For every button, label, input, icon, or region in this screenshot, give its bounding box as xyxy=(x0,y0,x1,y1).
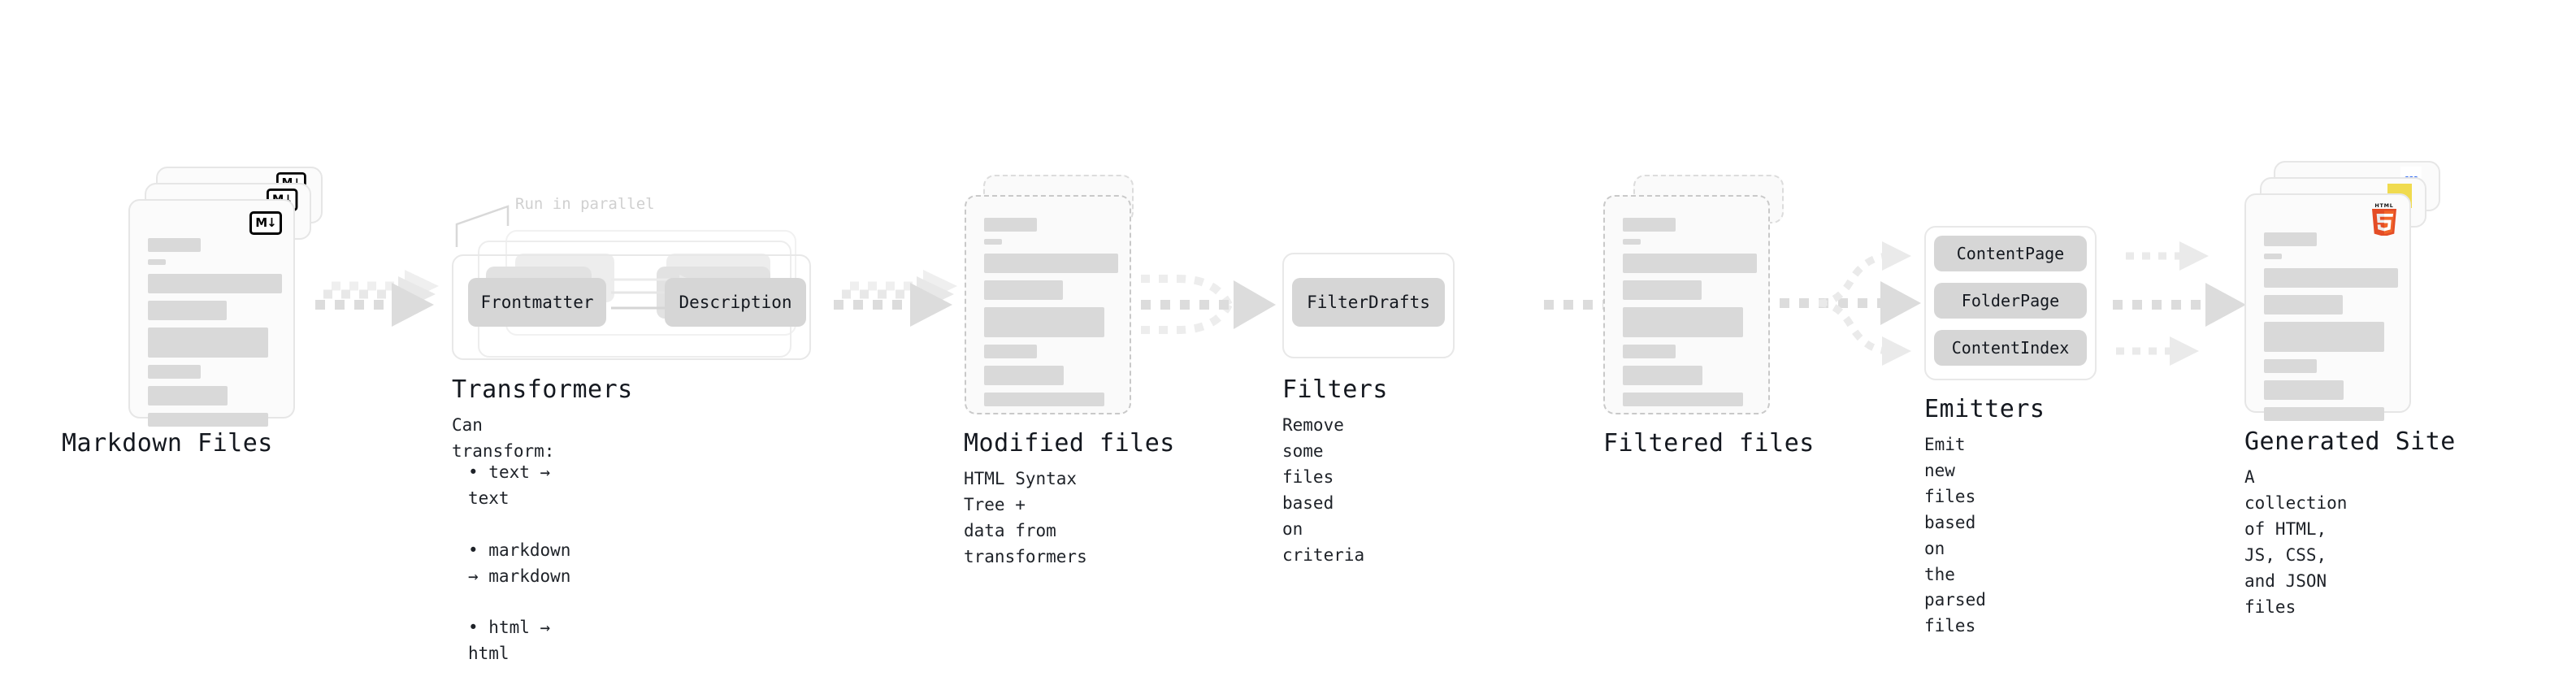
bullet-text: html → html xyxy=(468,618,551,664)
arrow-filtered-to-emitters xyxy=(1780,241,1921,366)
content-bar xyxy=(1623,239,1641,245)
bullet-dot: • xyxy=(468,618,489,638)
content-bar xyxy=(2264,268,2398,288)
transformer-pill-description[interactable]: Description xyxy=(665,278,806,327)
filters-box xyxy=(1282,253,1455,358)
content-bar xyxy=(984,307,1104,337)
bullet-text: text → text xyxy=(468,462,551,508)
content-bar xyxy=(2264,322,2384,352)
content-bar xyxy=(2264,407,2384,421)
transformers-bullet-0: • text → text xyxy=(468,434,570,512)
content-bar xyxy=(984,345,1037,358)
stage-title-generated-site: Generated Site xyxy=(2244,427,2456,456)
emitters-pill-contentindex[interactable]: ContentIndex xyxy=(1934,330,2087,366)
arrow-markdown-to-transformers xyxy=(315,270,439,327)
modified-files-desc: HTML Syntax Tree + data from transformer… xyxy=(964,469,1087,566)
transformer-pill-frontmatter[interactable]: Frontmatter xyxy=(468,278,606,327)
content-bar xyxy=(984,393,1104,406)
filters-desc: Remove some files based on criteria xyxy=(1282,415,1365,565)
content-bar xyxy=(1623,254,1757,273)
content-bar xyxy=(2264,254,2282,259)
filters-pill-filterdrafts[interactable]: FilterDrafts xyxy=(1292,278,1445,327)
bullet-dot: • xyxy=(468,540,489,560)
content-bar xyxy=(148,365,201,379)
filtered-card-front xyxy=(1603,195,1770,414)
content-bar xyxy=(148,327,268,358)
content-bar xyxy=(984,218,1037,232)
filtered-card-content xyxy=(1623,218,1757,414)
transformers-bullet-2: • html → html xyxy=(468,589,570,667)
content-bar xyxy=(148,259,166,265)
modified-card-content xyxy=(984,218,1118,414)
generated-site-desc: A collection of HTML, JS, CSS, and JSON … xyxy=(2244,467,2348,617)
emitters-pill-contentpage[interactable]: ContentPage xyxy=(1934,236,2087,271)
content-bar xyxy=(2264,295,2343,314)
stage-title-transformers: Transformers xyxy=(452,375,633,404)
stage-title-emitters: Emitters xyxy=(1924,395,2045,423)
content-bar xyxy=(984,366,1064,385)
markdown-card-content xyxy=(148,238,282,434)
html5-badge: HTML xyxy=(2371,203,2397,236)
content-bar xyxy=(1623,393,1743,406)
content-bar xyxy=(148,301,227,320)
markdown-badge-text: M xyxy=(255,215,267,230)
content-bar xyxy=(148,274,282,293)
stage-title-markdown-files: Markdown Files xyxy=(62,429,273,458)
stage-title-filters: Filters xyxy=(1282,375,1388,404)
generated-card-front-html: HTML xyxy=(2244,193,2411,421)
content-bar xyxy=(2264,380,2344,400)
bullet-text: markdown → markdown xyxy=(468,540,571,586)
transformers-bullet-list: • text → text • markdown → markdown • ht… xyxy=(468,434,570,667)
markdown-badge-arrow: ↓ xyxy=(267,215,277,230)
content-bar xyxy=(2264,359,2317,373)
content-bar xyxy=(984,280,1063,300)
content-bar xyxy=(148,386,228,406)
html5-badge-wordmark: HTML xyxy=(2374,203,2393,209)
content-bar xyxy=(1623,307,1743,337)
markdown-card-front: M↓ xyxy=(128,199,295,427)
content-bar xyxy=(984,254,1118,273)
stage-title-modified-files: Modified files xyxy=(964,429,1175,458)
run-in-parallel-label: Run in parallel xyxy=(515,195,655,213)
content-bar xyxy=(1623,366,1702,385)
content-bar xyxy=(1623,345,1676,358)
arrow-modified-to-filters xyxy=(1141,275,1276,334)
emitters-box xyxy=(1924,226,2097,380)
generated-card-content xyxy=(2264,232,2398,428)
transformers-desc: Can transform: xyxy=(452,415,555,461)
modified-card-front xyxy=(965,195,1131,414)
content-bar xyxy=(148,413,268,427)
content-bar xyxy=(1623,280,1702,300)
bullet-dot: • xyxy=(468,462,489,482)
arrow-emitters-to-site xyxy=(2113,241,2246,366)
stage-title-filtered-files: Filtered files xyxy=(1603,429,1815,458)
emitters-pill-folderpage[interactable]: FolderPage xyxy=(1934,283,2087,319)
content-bar xyxy=(2264,232,2317,246)
content-bar xyxy=(984,239,1002,245)
markdown-badge-arrow: ↓ xyxy=(292,177,301,189)
markdown-badge-front: M↓ xyxy=(249,211,282,235)
content-bar xyxy=(1623,218,1676,232)
emitters-desc: Emit new files based on the parsed files xyxy=(1924,435,1986,636)
arrow-transformers-to-modified xyxy=(834,270,957,327)
transformer-box-front xyxy=(452,254,811,360)
content-bar xyxy=(148,238,201,252)
transformers-bullet-1: • markdown → markdown xyxy=(468,512,570,590)
